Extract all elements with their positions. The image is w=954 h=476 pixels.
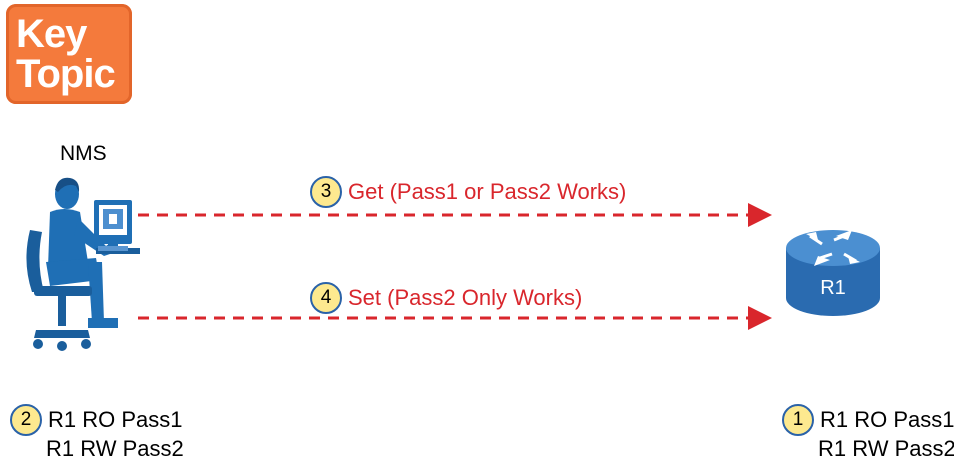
get-message-text: Get (Pass1 or Pass2 Works) [348,179,626,205]
step-4-badge: 4 [310,282,342,314]
router-icon [786,230,880,316]
get-message: 3 Get (Pass1 or Pass2 Works) [310,176,626,208]
nms-person-icon [26,178,140,351]
router-config: 1 R1 RO Pass1 R1 RW Pass2 [782,404,954,462]
step-3-badge: 3 [310,176,342,208]
step-1-badge: 1 [782,404,814,436]
nms-config-line1: R1 RO Pass1 [48,407,183,433]
router-config-line1: R1 RO Pass1 [820,407,954,433]
nms-config-line2: R1 RW Pass2 [46,436,184,462]
nms-config: 2 R1 RO Pass1 R1 RW Pass2 [10,404,184,462]
router-label: R1 [820,277,846,299]
router-config-line2: R1 RW Pass2 [818,436,954,462]
set-message: 4 Set (Pass2 Only Works) [310,282,582,314]
step-2-badge: 2 [10,404,42,436]
set-message-text: Set (Pass2 Only Works) [348,285,582,311]
